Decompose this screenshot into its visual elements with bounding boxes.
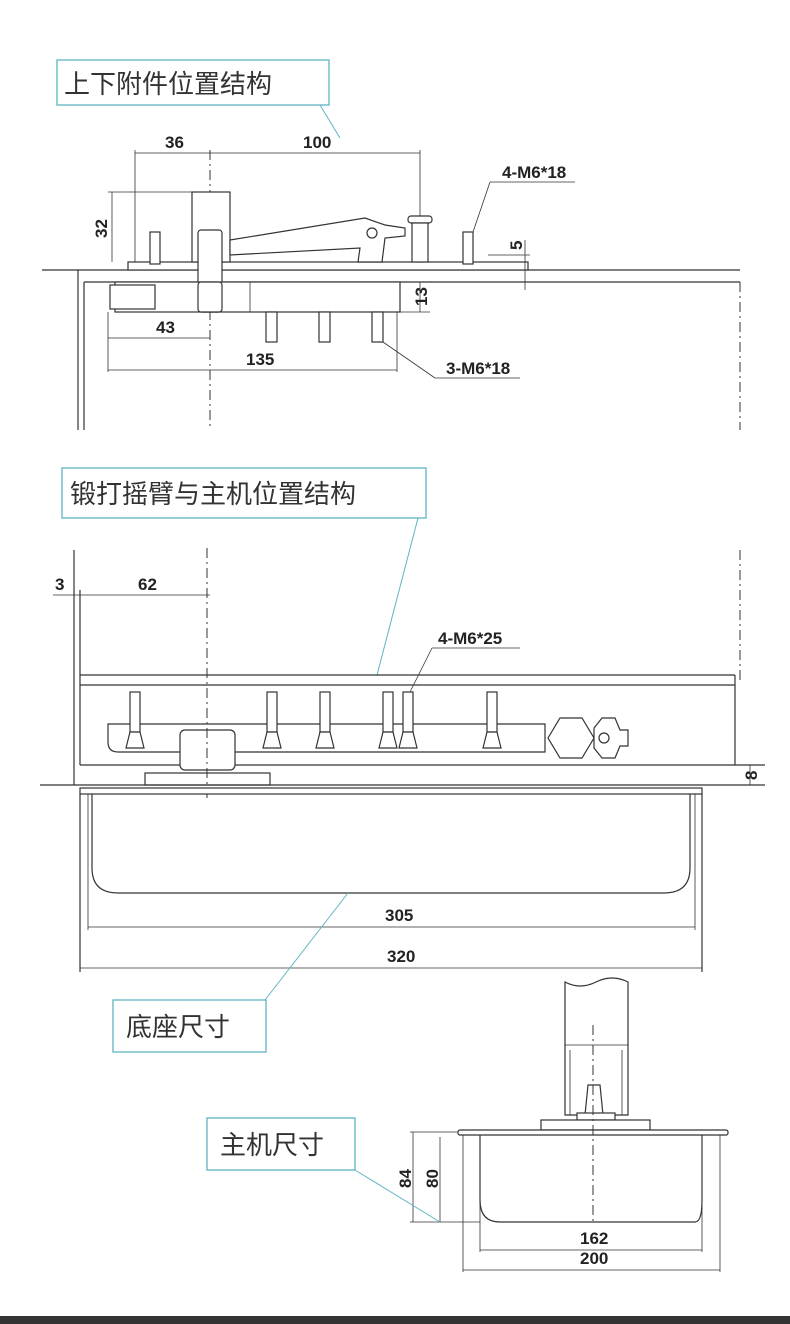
flange <box>540 1119 651 1131</box>
clevis <box>593 717 629 759</box>
bolt <box>265 311 278 343</box>
spindle-base <box>576 1112 616 1121</box>
base-tray <box>91 794 691 894</box>
dim-5: 5 <box>507 241 526 250</box>
leader-line <box>472 181 491 233</box>
leader-line <box>376 517 419 676</box>
main-unit-section: 84 80 162 200 主机尺寸 <box>206 977 729 1272</box>
dim-100: 100 <box>303 133 331 152</box>
bolt <box>266 691 278 733</box>
dim-36: 36 <box>165 133 184 152</box>
bolts-top-label: 4-M6*18 <box>502 163 566 182</box>
unit-tray <box>479 1135 703 1223</box>
dim-135: 135 <box>246 350 274 369</box>
dim-305: 305 <box>385 906 413 925</box>
dim-32: 32 <box>92 219 111 238</box>
dim-80: 80 <box>423 1169 442 1188</box>
bolts-label: 4-M6*25 <box>438 629 502 648</box>
lower-end <box>109 284 156 310</box>
bolt <box>486 691 498 733</box>
dim-62: 62 <box>138 575 157 594</box>
adjust-post <box>411 222 429 263</box>
base-title: 底座尺寸 <box>126 1013 230 1043</box>
dim-8: 8 <box>742 771 761 780</box>
leader-line <box>354 1169 441 1223</box>
dim-13: 13 <box>412 287 431 306</box>
bolts <box>125 691 502 749</box>
leader-line <box>319 104 341 139</box>
spindle <box>584 1084 604 1116</box>
bolt <box>129 691 141 733</box>
clevis-hole <box>598 732 610 744</box>
top-arm <box>229 217 406 263</box>
adjust-knob <box>407 215 433 224</box>
top-plate <box>127 261 529 271</box>
dim-200: 200 <box>580 1249 608 1268</box>
dim-162: 162 <box>580 1229 608 1248</box>
hex-nut <box>547 717 595 759</box>
accessory-section: 上下附件位置结构 36 100 32 4-M6*18 5 <box>42 59 741 430</box>
pivot-shaft <box>197 281 223 313</box>
bolt <box>462 231 474 265</box>
bottom-bar <box>0 1316 790 1324</box>
lower-body <box>114 281 401 313</box>
arm-title: 锻打摇臂与主机位置结构 <box>70 480 356 510</box>
leader-line <box>382 341 436 379</box>
main-unit-label-box <box>206 1117 356 1171</box>
dim-84: 84 <box>396 1169 415 1188</box>
accessory-title: 上下附件位置结构 <box>64 70 272 100</box>
dim-3: 3 <box>55 575 64 594</box>
bolt <box>382 691 394 733</box>
bolt <box>318 311 331 343</box>
bolt-heads <box>125 731 502 749</box>
bolts-bottom-label: 3-M6*18 <box>446 359 510 378</box>
base-label-box <box>112 999 267 1053</box>
bolt <box>319 691 331 733</box>
bolt <box>371 311 384 343</box>
base-rim <box>79 787 703 795</box>
leader-line <box>264 892 349 1001</box>
dim-320: 320 <box>387 947 415 966</box>
main-unit-title: 主机尺寸 <box>220 1131 324 1161</box>
leader-line <box>409 647 433 693</box>
arm-section: 锻打摇臂与主机位置结构 3 62 4-M6*25 8 <box>40 467 765 1053</box>
arm-hole <box>366 227 378 239</box>
spindle-column <box>564 977 629 1116</box>
accessory-label-box <box>56 59 330 106</box>
dim-43: 43 <box>156 318 175 337</box>
bolt <box>402 691 414 733</box>
bolt <box>149 231 161 265</box>
arm-label-box <box>61 467 427 519</box>
